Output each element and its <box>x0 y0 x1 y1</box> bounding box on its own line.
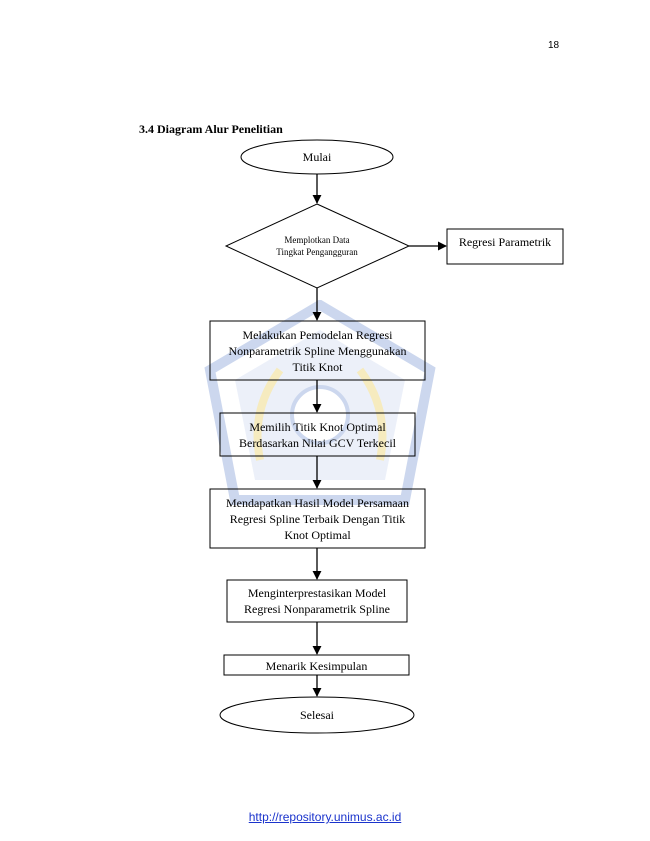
step4-label: Menginterprestasikan Model Regresi Nonpa… <box>244 586 390 616</box>
repository-link[interactable]: http://repository.unimus.ac.id <box>248 810 402 824</box>
start-label: Mulai <box>302 150 332 164</box>
side-result-box <box>446 228 564 265</box>
side-result-label: Regresi Parametrik <box>458 235 552 249</box>
section-heading: 3.4 Diagram Alur Penelitian <box>139 122 283 136</box>
step2-label: Memilih Titik Knot Optimal Berdasarkan N… <box>238 419 396 450</box>
step3-label: Mendapatkan Hasil Model Persamaan Regres… <box>226 495 409 542</box>
step5-label: Menarik Kesimpulan <box>265 659 368 673</box>
step1-label: Melakukan Pemodelan Regresi Nonparametri… <box>228 327 407 374</box>
decision-label: Memplotkan Data Tingkat Pengangguran <box>276 235 358 257</box>
end-terminator <box>219 696 415 734</box>
step4-box <box>226 579 408 623</box>
page-number: 18 <box>548 40 560 51</box>
end-label: Selesai <box>300 708 334 722</box>
